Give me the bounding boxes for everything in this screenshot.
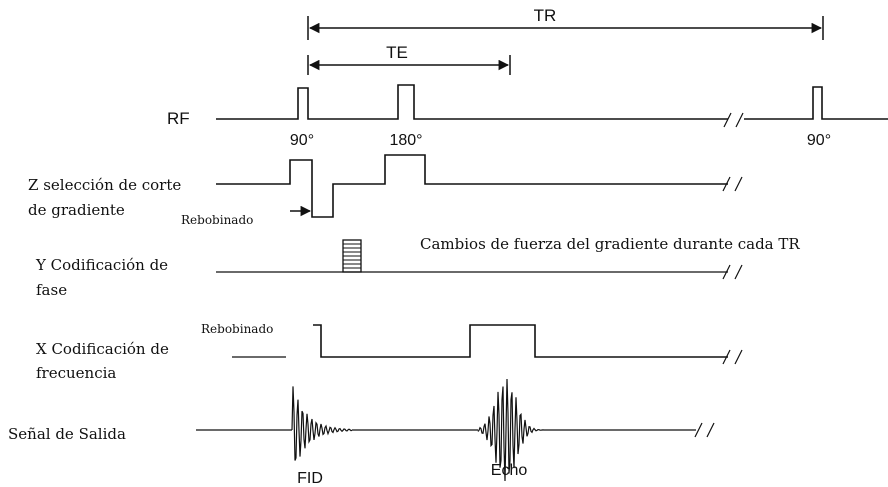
rf-break-mark-2 bbox=[735, 112, 744, 128]
te-label: TE bbox=[386, 43, 408, 62]
rf-180-label: 180° bbox=[389, 132, 422, 149]
x-rewind-label: Rebobinado bbox=[201, 322, 273, 336]
y-gradient-note: Cambios de fuerza del gradiente durante … bbox=[420, 235, 800, 253]
signal-break-mark-1 bbox=[694, 422, 703, 438]
tr-interval: TR bbox=[307, 6, 824, 40]
rf-row: RF 90° 180° 90° bbox=[167, 84, 888, 149]
x-break-mark-1 bbox=[722, 349, 731, 365]
x-gradient-row: X Codificación de frecuencia Rebobinado bbox=[36, 322, 743, 382]
x-gradient-label-line1: X Codificación de bbox=[36, 340, 169, 358]
z-break-mark-2 bbox=[734, 176, 743, 192]
y-break-mark-1 bbox=[722, 264, 731, 280]
fid-waveform bbox=[291, 386, 353, 461]
tr-label: TR bbox=[534, 6, 557, 25]
rf-90-repeat-label: 90° bbox=[807, 132, 831, 149]
rf-waveform bbox=[216, 84, 728, 120]
y-break-mark-2 bbox=[734, 264, 743, 280]
phase-encoding-table bbox=[342, 239, 362, 273]
signal-break-mark-2 bbox=[706, 422, 715, 438]
y-gradient-label-line2: fase bbox=[36, 281, 67, 299]
rf-label: RF bbox=[167, 109, 190, 128]
x-gradient-label-line2: frecuencia bbox=[36, 364, 116, 382]
x-break-mark-2 bbox=[734, 349, 743, 365]
z-gradient-label-line1: Z selección de corte bbox=[28, 176, 181, 194]
te-interval: TE bbox=[307, 43, 511, 75]
z-gradient-row: Z selección de corte de gradiente Rebobi… bbox=[28, 154, 743, 227]
signal-label: Señal de Salida bbox=[8, 425, 126, 443]
rf-break-mark-1 bbox=[723, 112, 732, 128]
z-gradient-waveform bbox=[216, 154, 728, 218]
fid-label: FID bbox=[297, 470, 323, 487]
echo-waveform bbox=[477, 378, 545, 482]
y-gradient-row: Y Codificación de fase Cambios de fuerza… bbox=[35, 235, 800, 299]
signal-row: Señal de Salida FID Echo bbox=[8, 378, 715, 487]
z-gradient-label-line2: de gradiente bbox=[28, 201, 125, 219]
y-gradient-label-line1: Y Codificación de bbox=[35, 256, 168, 274]
rf-waveform-repeat bbox=[744, 86, 888, 120]
z-rewind-label: Rebobinado bbox=[181, 213, 253, 227]
x-gradient-waveform bbox=[313, 324, 728, 358]
echo-label: Echo bbox=[491, 462, 528, 479]
z-break-mark-1 bbox=[722, 176, 731, 192]
rf-90-label: 90° bbox=[290, 132, 314, 149]
